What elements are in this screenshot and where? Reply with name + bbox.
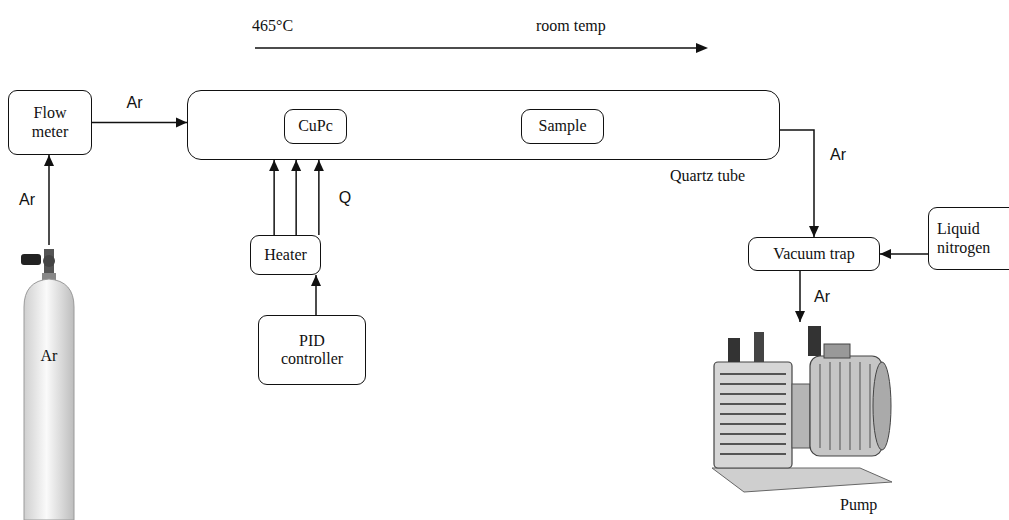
pump-base [712,468,892,492]
node-text: Ar [18,347,80,365]
node-text: PID controller [271,332,353,369]
flow-label: Ar [828,146,848,164]
gas-cylinder [18,245,80,520]
arrow-line [780,130,814,237]
flow-meter-box: Flow meter [8,90,92,155]
pump-motor [810,356,882,456]
pump-fins [720,374,786,454]
arrow-head [269,160,279,171]
flow-arrow [780,130,819,237]
arrow-line [92,122,187,124]
node-text: Sample [539,117,587,135]
node-text: Flow meter [21,104,79,141]
arrow-head [795,311,805,322]
pump-body [714,362,792,468]
node-text: Quartz tube [670,167,745,185]
pump-node: Pump [700,322,900,494]
vacuum-trap-box: Vacuum trap [748,237,880,271]
flow-arrow [92,118,187,128]
motor-cap [873,362,891,450]
flow-label: Ar [125,94,145,112]
motor-box [824,344,850,358]
arrow-shaft [255,47,698,49]
cupc-box: CuPc [284,109,347,144]
temperature-label: 465°C [252,17,293,35]
quartz-tube: Quartz tubeCuPcSample [187,90,780,160]
arrow-line [318,160,320,235]
arrow-head [291,160,301,171]
arrow-head [809,226,819,237]
arrow-head [311,275,321,286]
vacuum-pump [700,322,900,494]
flow-arrow [880,249,928,259]
flow-label: Ar [812,288,832,306]
flow-arrow [795,271,805,322]
pump-port [754,332,764,362]
pid-controller-box: PID controller [258,315,366,385]
node-text: CuPc [298,117,333,135]
flow-arrow [44,155,54,245]
arrow-head [696,43,708,53]
temperature-arrow [0,0,1009,70]
pump-coupling [792,384,810,448]
temperature-label: room temp [536,17,606,35]
heater-box: Heater [250,235,321,275]
sample-box: Sample [521,109,604,144]
valve-body [43,255,55,267]
arrow-head [44,155,54,166]
arrow-head [880,249,891,259]
liquid-nitrogen-box: Liquid nitrogen [928,207,1009,270]
node-text: Vacuum trap [773,245,854,263]
arrow-head [314,160,324,171]
valve-stem [44,249,54,275]
motor-fins [820,362,870,450]
arrow-line [295,160,297,235]
arrow-head [176,118,187,128]
flow-arrow [314,160,324,235]
pump-port [728,338,740,362]
flow-label: Ar [17,191,37,209]
valve-knob [21,254,41,265]
flow-arrow [311,275,321,315]
node-text: Heater [264,246,307,264]
node-text: Pump [840,496,877,514]
gas-cylinder-node: Ar [18,245,80,520]
flow-arrow [291,160,301,235]
node-text: Liquid nitrogen [937,220,1009,257]
arrow-line [48,155,50,245]
arrow-line [273,160,275,235]
cylinder-body [24,279,74,520]
flow-label: Q [337,189,353,207]
pump-port [808,326,821,356]
flow-arrow [269,160,279,235]
